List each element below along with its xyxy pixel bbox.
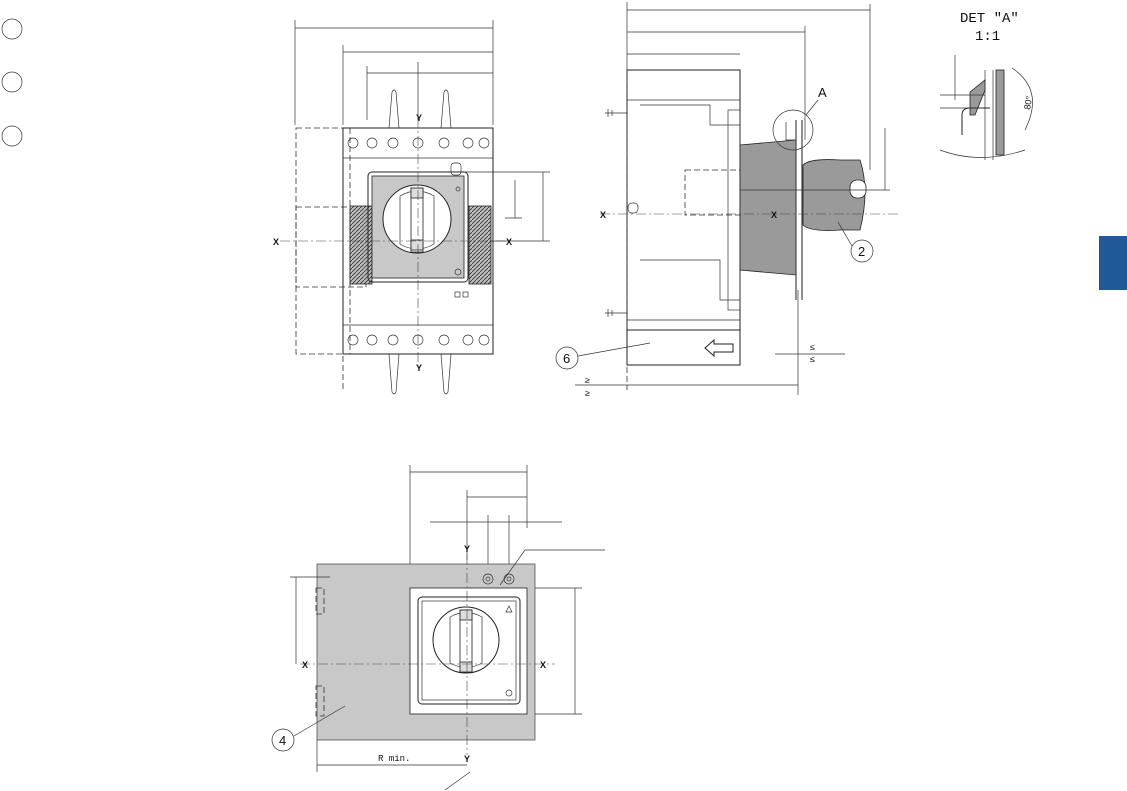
ge-mark-1: ≥ [585,375,590,385]
front-x-left-label: X [273,237,279,247]
door-y-top-label: Y [464,544,470,554]
detail-scale: 1:1 [975,29,1000,45]
legend-circles [2,19,22,146]
detail-angle: 80° [1022,95,1034,111]
door-y-bottom-label: Y [464,754,470,764]
side-x-left-label: X [600,210,606,220]
door-x-left-label: X [302,660,308,670]
callout-4-label: 4 [279,733,286,748]
le-mark-1: ≤ [810,342,815,352]
door-x-right-label: X [540,660,546,670]
front-x-right-label: X [506,237,512,247]
ge-mark-2: ≥ [585,388,590,398]
section-tab [1099,236,1127,290]
front-y-top-label: Y [416,113,422,123]
callout-6-label: 6 [563,351,570,366]
side-x-right-label: X [771,210,777,220]
front-y-bottom-label: Y [416,363,422,373]
detail-ref-label: A [818,85,827,100]
front-view: Y Y X X [273,20,550,394]
detail-a: DET "A" 1:1 80° [940,11,1034,160]
callout-2-label: 2 [858,244,865,259]
detail-title: DET "A" [960,11,1019,27]
r-min-label: R min. [378,754,410,764]
door-cutout-view: Y Y X X R min. 4 [272,465,605,790]
side-view: A X X 2 6 ≥ ≥ ≤ ≤ [556,2,900,398]
le-mark-2: ≤ [810,354,815,364]
